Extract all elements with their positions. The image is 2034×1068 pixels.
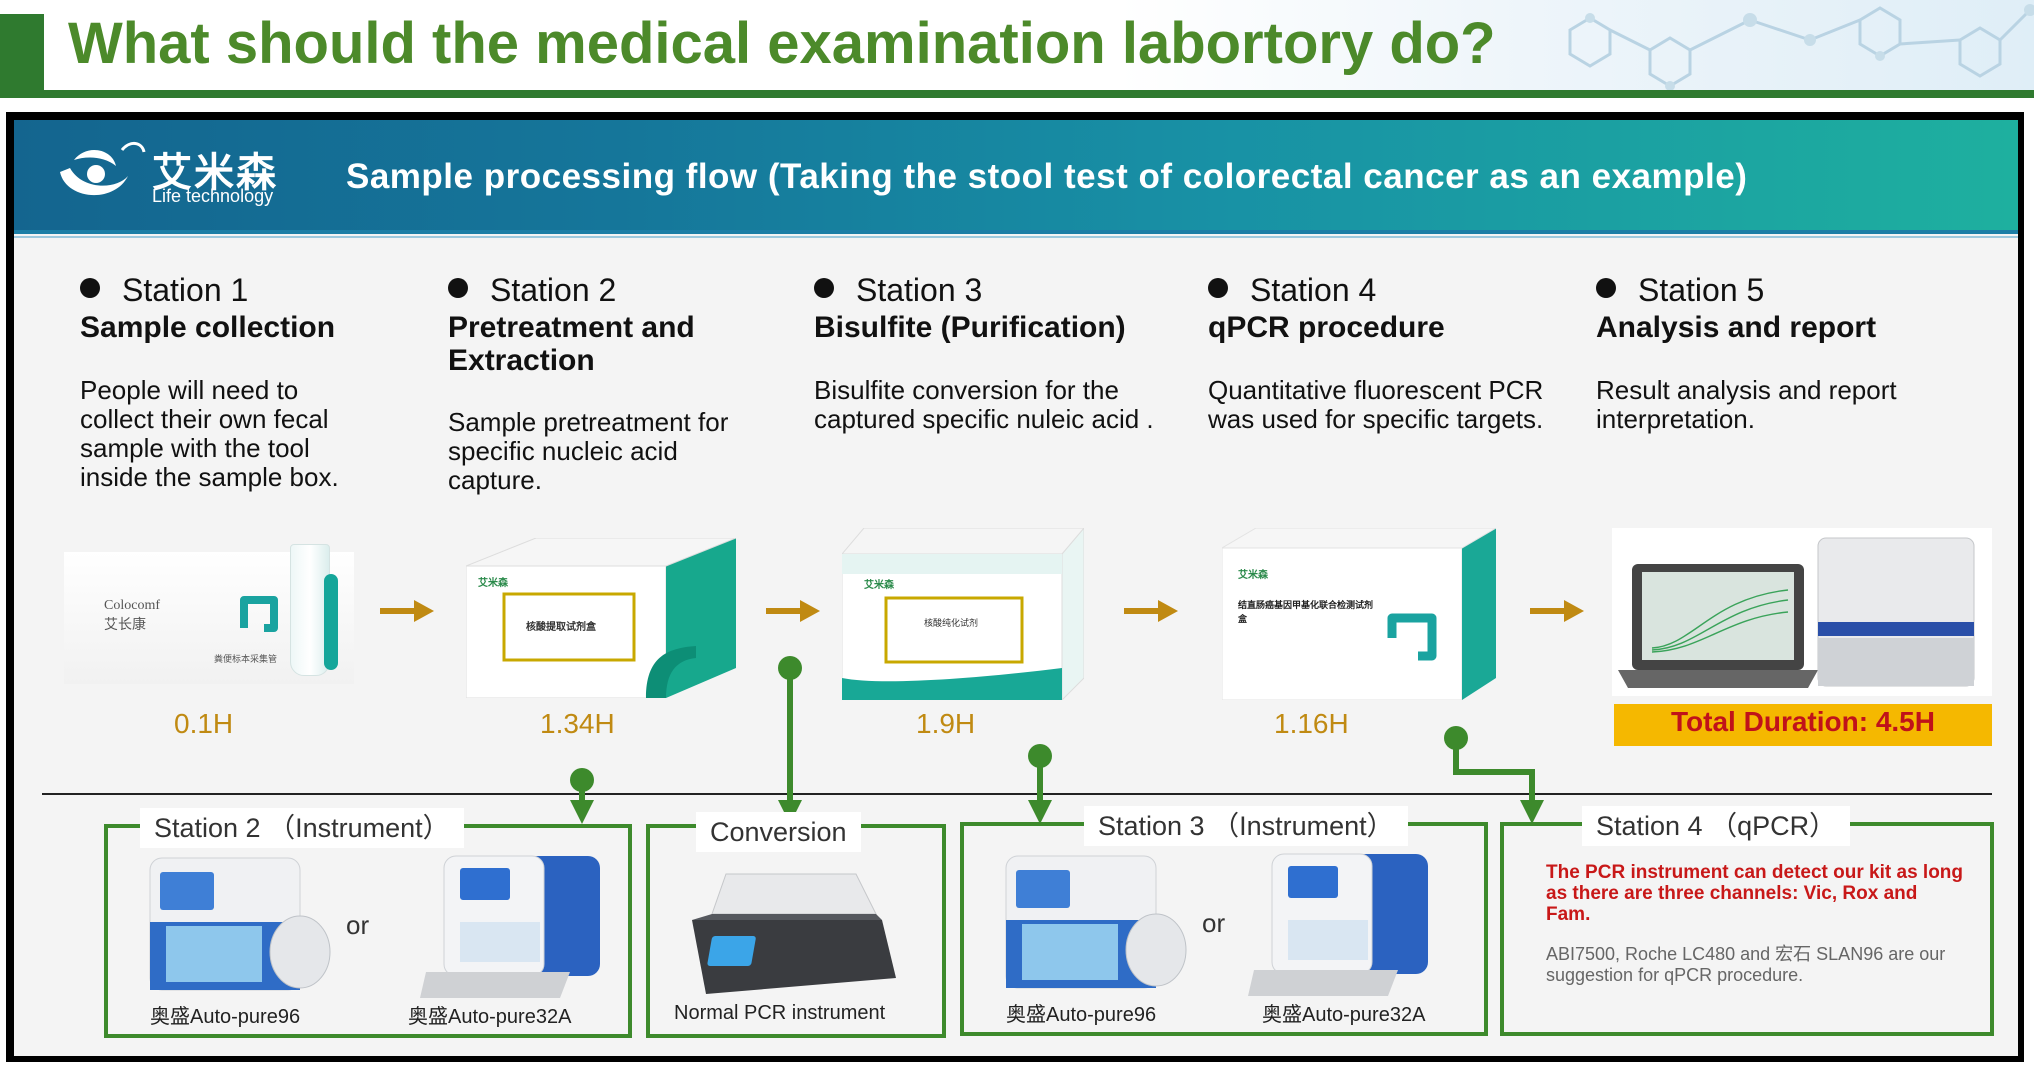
extraction-kit-label: 核酸提取试剂盒 — [526, 622, 596, 633]
qpcr-kit-image: 艾米森 结直肠癌基因甲基化联合检测试剂盒 — [1220, 527, 1498, 701]
station-5-description: Result analysis and report interpretatio… — [1596, 375, 1897, 434]
section-divider — [42, 793, 1992, 795]
station-2-instrument-label: Station 2 （Instrument） — [140, 808, 464, 848]
laptop-and-pcr-icon — [1618, 537, 1975, 688]
logo-english-name: Life technology — [152, 186, 274, 206]
sample-box-label: 粪便标本采集管 — [214, 654, 278, 664]
conversion-label: Conversion — [696, 812, 861, 852]
auto-pure32a-instrument-icon-2 — [1248, 853, 1428, 996]
header-accent-bar — [0, 14, 44, 96]
auto-pure32a-caption-2: 奥盛Auto-pure32A — [1262, 1004, 1426, 1026]
logo-chinese-name: 艾米森 — [152, 151, 278, 195]
qpcr-kit-label: 结直肠癌基因甲基化联合检测试剂盒 — [1238, 600, 1374, 624]
station-5-heading: Station 5 Analysis and report — [1596, 272, 1996, 344]
purification-kit-brand: 艾米森 — [864, 580, 894, 591]
total-duration-box — [1614, 704, 1992, 746]
station-2-heading: Station 2 Pretreatment and Extraction — [448, 272, 778, 377]
station-4-title: qPCR procedure — [1208, 311, 1445, 344]
header-underline — [0, 90, 2034, 98]
flow-arrow-3-icon — [1124, 600, 1178, 622]
station-4-qpcr-label: Station 4 （qPCR） — [1582, 806, 1851, 846]
station-3-heading: Station 3 Bisulfite (Purification) — [814, 272, 1174, 344]
banner-title: Sample processing flow (Taking the stool… — [346, 157, 1748, 196]
flow-arrow-1-icon — [380, 600, 434, 622]
station-4-heading: Station 4 qPCR procedure — [1208, 272, 1568, 344]
station-3-duration: 1.9H — [916, 708, 976, 739]
sample-box-image: Colocomf 艾长康 粪便标本采集管 — [64, 544, 354, 684]
station-3-instrument-label: Station 3 （Instrument） — [1084, 806, 1408, 846]
extraction-kit-image: 艾米森 核酸提取试剂盒 — [465, 537, 737, 699]
auto-pure96-instrument-icon — [149, 857, 331, 991]
purification-kit-image: 艾米森 核酸纯化试剂 — [840, 526, 1086, 702]
station-4-qpcr-box — [1500, 822, 1994, 1036]
flow-arrow-2-icon — [766, 600, 820, 622]
page-title: What should the medical examination labo… — [68, 11, 1496, 76]
auto-pure96-instrument-icon-2 — [1005, 855, 1187, 989]
banner-rule — [14, 230, 2018, 234]
slide-banner — [14, 120, 2018, 230]
station-2-duration: 1.34H — [540, 708, 615, 739]
analysis-equipment-image — [1612, 528, 1992, 696]
purification-kit-box-icon — [840, 526, 1086, 702]
station-3-description: Bisulfite conversion for the captured sp… — [814, 375, 1154, 434]
station-4-number: Station 4 — [1208, 272, 1568, 309]
station-5-title: Analysis and report — [1596, 311, 1877, 344]
tube-cap — [324, 574, 338, 670]
qpcr-kit-box-icon — [1220, 527, 1498, 701]
pcr-instrument-icon — [692, 873, 896, 994]
banner-rule-light — [14, 236, 2018, 238]
station-5-number: Station 5 — [1596, 272, 1996, 309]
station-2-number: Station 2 — [448, 272, 778, 309]
station-1-description: People will need to collect their own fe… — [80, 375, 339, 492]
station-1-duration: 0.1H — [174, 708, 234, 739]
station-1-number: Station 1 — [80, 272, 335, 309]
station-3-number: Station 3 — [814, 272, 1174, 309]
pcr-channel-requirement-text: The PCR instrument can detect our kit as… — [1546, 862, 1964, 925]
molecule-decoration-icon — [1568, 4, 2034, 91]
extraction-kit-brand: 艾米森 — [478, 578, 508, 589]
sample-box-brand: Colocomf 艾长康 — [104, 598, 160, 633]
station-1-title: Sample collection — [80, 311, 336, 344]
station-4-duration: 1.16H — [1274, 708, 1349, 739]
auto-pure96-caption-1: 奥盛Auto-pure96 — [150, 1006, 301, 1028]
total-duration-text: Total Duration: 4.5H — [1671, 706, 1935, 737]
auto-pure32a-caption-1: 奥盛Auto-pure32A — [408, 1006, 572, 1028]
pcr-instrument-caption: Normal PCR instrument — [674, 1002, 886, 1024]
or-text-2: or — [1202, 908, 1226, 938]
colon-icon — [240, 596, 278, 632]
or-text-1: or — [346, 910, 370, 940]
qpcr-kit-brand: 艾米森 — [1238, 570, 1268, 581]
auto-pure96-caption-2: 奥盛Auto-pure96 — [1006, 1004, 1157, 1026]
station-4-description: Quantitative fluorescent PCR was used fo… — [1208, 375, 1544, 434]
extraction-kit-box-icon — [465, 537, 737, 699]
flow-arrow-4-icon — [1530, 600, 1584, 622]
station-1-heading: Station 1 Sample collection — [80, 272, 335, 344]
pcr-suggestion-text: ABI7500, Roche LC480 and 宏石 SLAN96 are o… — [1546, 944, 1946, 985]
station-3-title: Bisulfite (Purification) — [814, 311, 1126, 344]
station-2-description: Sample pretreatment for specific nucleic… — [448, 407, 729, 495]
company-logo-icon — [60, 142, 146, 196]
station-2-title: Pretreatment and Extraction — [448, 311, 695, 377]
purification-kit-label: 核酸纯化试剂 — [924, 618, 979, 628]
auto-pure32a-instrument-icon — [420, 855, 600, 998]
